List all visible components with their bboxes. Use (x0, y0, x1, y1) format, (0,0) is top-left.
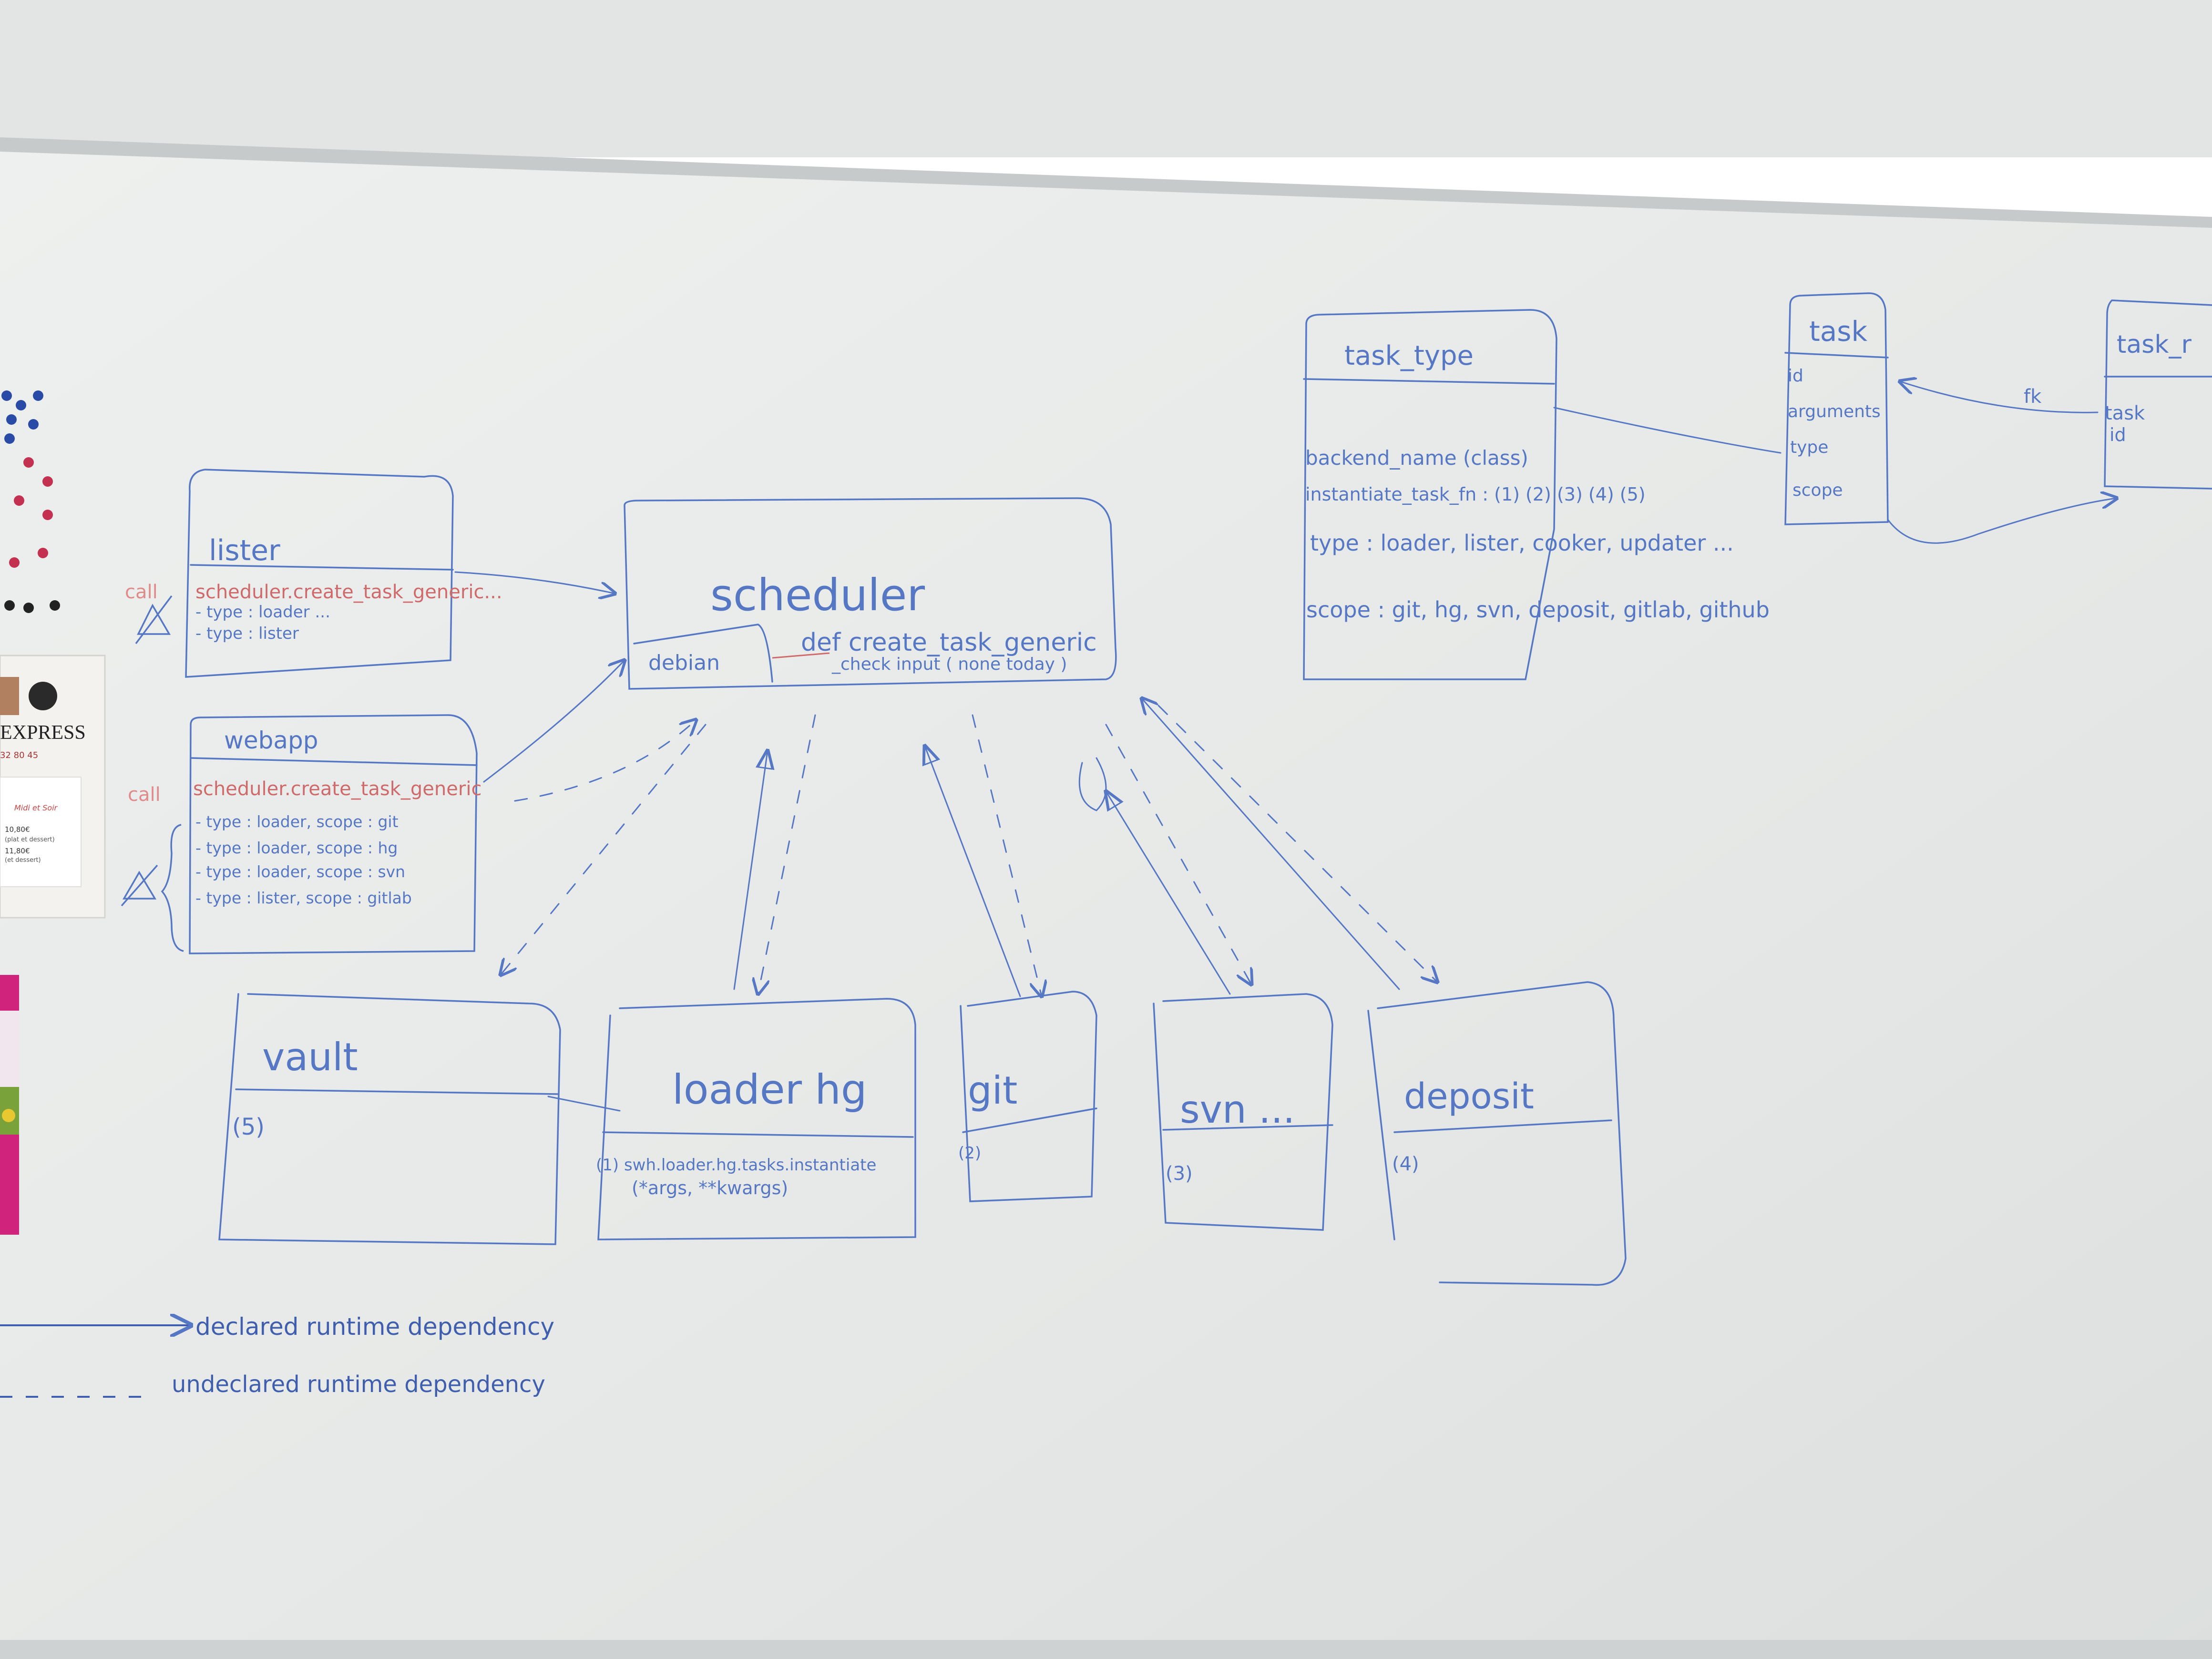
pink-poster (0, 975, 19, 1235)
svn-box (1153, 993, 1333, 1231)
legend-undeclared-label: undeclared runtime dependency (172, 1371, 545, 1398)
legend-declared-label: declared runtime dependency (195, 1313, 554, 1341)
task-run-box (2104, 299, 2212, 490)
flyer-price2: 11,80€ (5, 847, 30, 855)
declared-arrows (454, 571, 1400, 1112)
flyer-line1: Midi et Soir (14, 803, 58, 812)
deposit-title: deposit (1404, 1076, 1534, 1117)
deposit-ref: (4) (1392, 1153, 1419, 1175)
lister-delta-mark (135, 595, 173, 645)
scheduler-box (624, 497, 1117, 690)
task-run-field-task: task (2105, 402, 2145, 424)
task-run-title: task_r (2117, 330, 2192, 359)
task-field-type: type (1790, 438, 1828, 457)
webapp-call-label: call (128, 784, 161, 806)
board-bottom-frame (0, 1640, 2212, 1659)
undeclared-arrows (501, 705, 1437, 996)
task-type-box (1303, 309, 1557, 680)
webapp-line-1: - type : loader, scope : git (195, 812, 399, 831)
deposit-box (1367, 981, 1627, 1286)
lister-line-2: - type : lister (195, 624, 299, 643)
table-relations (1553, 381, 2117, 544)
lister-call-label: call (125, 581, 158, 603)
task-field-arguments: arguments (1788, 402, 1881, 421)
flyer-phone: 32 80 45 (0, 750, 38, 760)
flyer-note1: (plat et dessert) (5, 836, 55, 843)
flyer-brand: EXPRESS (0, 722, 86, 744)
scheduler-sub: debian (648, 651, 720, 675)
loader-hg-title: loader hg (672, 1066, 867, 1114)
webapp-call-fn: scheduler.create_task_generic (193, 778, 481, 800)
svn-ref: (3) (1166, 1163, 1193, 1185)
task-run-fk-label: fk (2024, 386, 2042, 408)
webapp-title: webapp (224, 727, 318, 754)
restaurant-flyer: EXPRESS 32 80 45 Midi et Soir 10,80€ (pl… (0, 655, 106, 919)
task-type-field-2: instantiate_task_fn : (1) (2) (3) (4) (5… (1305, 484, 1646, 505)
task-type-title: task_type (1344, 340, 1474, 371)
loader-hg-args: (*args, **kwargs) (632, 1178, 788, 1198)
git-ref: (2) (958, 1144, 981, 1163)
task-box (1784, 292, 1889, 525)
webapp-line-4: - type : lister, scope : gitlab (195, 889, 412, 907)
loader-hg-box (597, 998, 916, 1240)
scheduler-red-arrow (772, 652, 830, 659)
scheduler-check: _check input ( none today ) (831, 655, 1067, 674)
task-type-field-1: backend_name (class) (1305, 446, 1528, 470)
lister-call-fn: scheduler.create_task_generic... (195, 581, 502, 603)
whiteboard-surface (0, 143, 2212, 1659)
flyer-note2: (et dessert) (5, 857, 41, 864)
flyer-price1: 10,80€ (5, 825, 30, 834)
git-title: git (968, 1068, 1017, 1113)
task-type-field-3: type : loader, lister, cooker, updater .… (1310, 530, 1734, 556)
legend: declared runtime dependency undeclared r… (0, 1313, 554, 1398)
webapp-line-3: - type : loader, scope : svn (195, 862, 405, 881)
vault-box (218, 993, 561, 1245)
svn-title: svn ... (1180, 1087, 1295, 1132)
lister-title: lister (209, 534, 280, 567)
scheduler-title: scheduler (710, 570, 925, 621)
task-type-field-4: scope : git, hg, svn, deposit, gitlab, g… (1306, 597, 1770, 623)
task-field-scope: scope (1792, 481, 1843, 500)
vault-title: vault (262, 1035, 358, 1079)
task-title: task (1809, 315, 1868, 348)
board-top-frame (0, 137, 2212, 228)
webapp-brace-delta-mark (121, 824, 184, 952)
vault-ref: (5) (232, 1114, 265, 1140)
task-run-field-id: id (2110, 424, 2126, 445)
lister-box (185, 469, 454, 678)
webapp-box (189, 714, 478, 954)
git-box (960, 991, 1097, 1202)
lister-line-1: - type : loader ... (195, 603, 330, 622)
wall (0, 0, 2212, 157)
loader-hg-fn: (1) swh.loader.hg.tasks.instantiate (596, 1156, 876, 1175)
webapp-line-2: - type : loader, scope : hg (195, 839, 398, 857)
scheduler-def: def create_task_generic (801, 628, 1097, 657)
task-field-id: id (1788, 366, 1803, 386)
